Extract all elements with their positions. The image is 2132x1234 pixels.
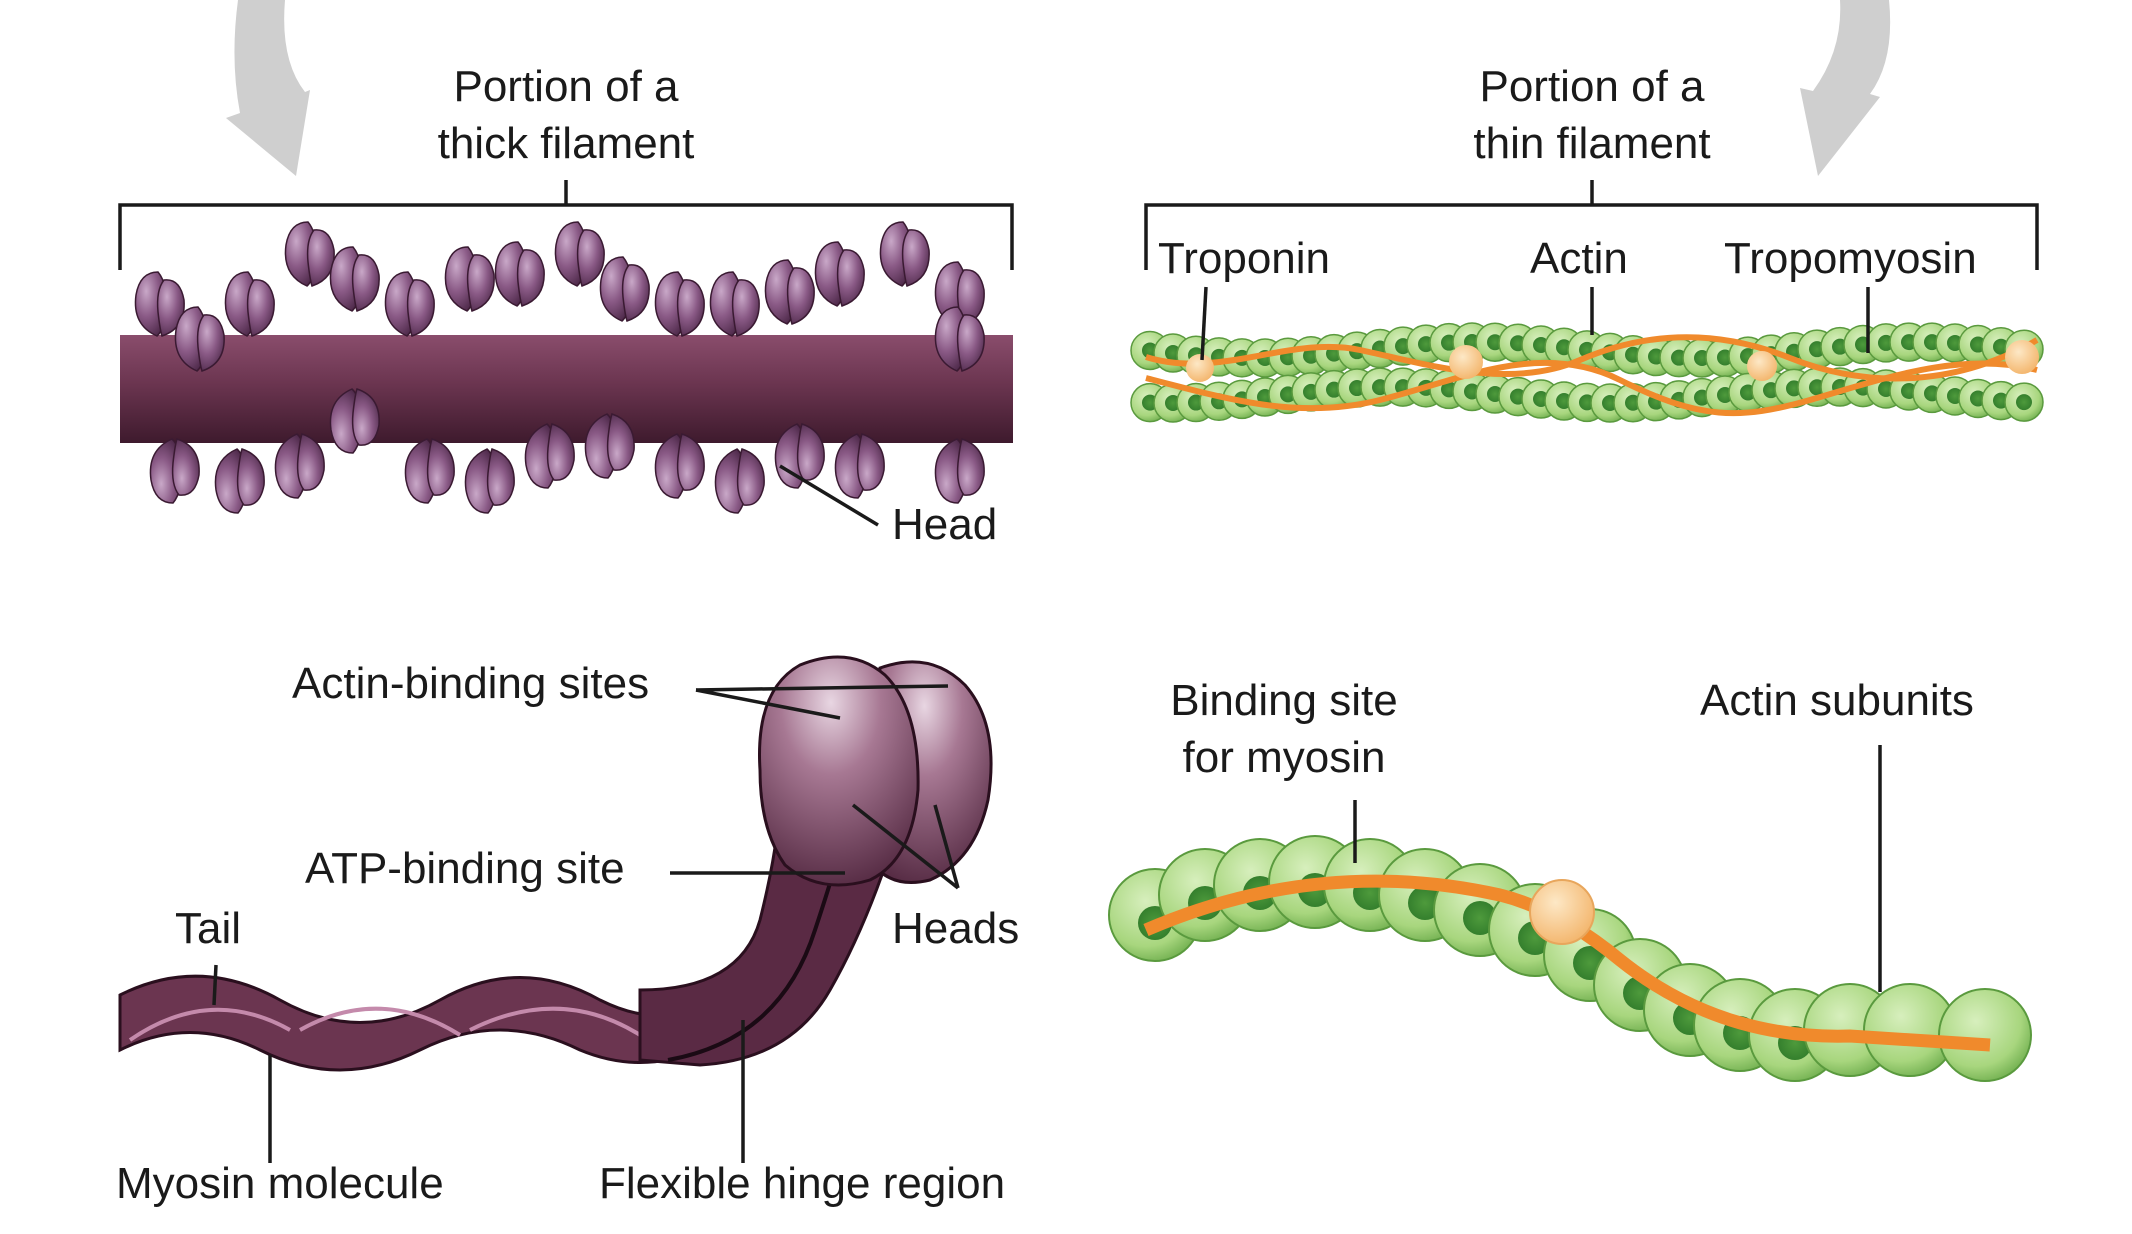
myosin-head-19 [214, 448, 265, 514]
actin-binding-leader-1 [695, 688, 841, 720]
myosin-molecule-label: Myosin molecule [116, 1159, 444, 1208]
thin-title-line2: thin filament [1473, 119, 1711, 168]
troponin-leader [1200, 286, 1208, 361]
myosin-head-7 [444, 246, 495, 312]
head-leader [779, 464, 879, 527]
myosin-head-27 [714, 448, 765, 514]
actin-detail [1108, 745, 2032, 1082]
myosin-head-29 [834, 433, 885, 499]
myosin-head-front [758, 655, 920, 887]
myosin-head-26 [654, 433, 705, 499]
myosin-head-20 [274, 433, 325, 499]
troponin-3 [1747, 351, 1777, 381]
myosin-head-25 [584, 413, 635, 479]
binding-site-label: Binding site for myosin [1134, 672, 1434, 786]
binding-site-line2: for myosin [1182, 733, 1386, 782]
tropomyosin-strand-b [1145, 359, 2038, 417]
myosin-head-14 [814, 241, 865, 307]
troponin-4 [2005, 340, 2039, 374]
heads-label: Heads [892, 904, 1020, 953]
myosin-head-18 [149, 438, 200, 504]
myosin-head-12 [709, 271, 760, 337]
myosin-heads [134, 221, 985, 514]
troponin-2 [1449, 345, 1483, 379]
actin-bead-78 [2004, 382, 2044, 422]
left-arrow [226, 0, 310, 176]
myosin-head-24 [524, 423, 575, 489]
actin-binding-leader-2 [695, 684, 949, 692]
myosin-head-23 [464, 448, 515, 514]
actin-subunit-16 [1938, 988, 2032, 1082]
myosin-head-13 [764, 259, 815, 325]
troponin-1 [1186, 354, 1214, 382]
flexible-hinge-label: Flexible hinge region [599, 1159, 1006, 1208]
thick-filament [120, 221, 1013, 514]
myosin-head-15 [879, 221, 930, 287]
atp-binding-site-label: ATP-binding site [305, 844, 625, 893]
thick-filament-title: Portion of a thick filament [416, 58, 716, 172]
myosin-head-22 [404, 438, 455, 504]
myosin-head-30 [934, 438, 985, 504]
troponin-label: Troponin [1158, 234, 1331, 283]
myosin-head-4 [284, 221, 335, 287]
myosin-head-17 [934, 306, 985, 372]
myosin-molecule [118, 655, 993, 1072]
heads-leader-2 [933, 804, 960, 889]
myosin-head-2 [174, 306, 225, 372]
actin-binding-sites-label: Actin-binding sites [292, 659, 650, 708]
heads-leader-1 [851, 803, 960, 890]
tropomyosin-label: Tropomyosin [1724, 234, 1977, 283]
myosin-head-10 [599, 256, 650, 322]
tail-leader [212, 964, 218, 1006]
thin-filament [1130, 322, 2044, 423]
myosin-head-5 [329, 246, 380, 312]
myosin-head-3 [224, 271, 275, 337]
myosin-head-21 [329, 388, 380, 454]
myosin-head-28 [774, 423, 825, 489]
binding-site-line1: Binding site [1170, 676, 1398, 725]
myosin-head-11 [654, 271, 705, 337]
thin-filament-bracket [1144, 180, 2039, 270]
thick-title-line1: Portion of a [453, 62, 679, 111]
actin-subunits-label: Actin subunits [1700, 676, 1974, 725]
myosin-head-6 [384, 271, 435, 337]
tropomyosin-strand-a [1145, 334, 2039, 382]
thick-filament-bracket [118, 180, 1014, 270]
head-label: Head [892, 500, 998, 549]
myosin-head-9 [554, 221, 605, 287]
thick-title-line2: thick filament [437, 119, 695, 168]
thin-filament-title: Portion of a thin filament [1442, 58, 1742, 172]
detail-troponin [1529, 879, 1595, 945]
tail-label: Tail [175, 904, 242, 953]
myosin-head-8 [494, 241, 545, 307]
actin-label: Actin [1530, 234, 1628, 283]
thin-title-line1: Portion of a [1479, 62, 1705, 111]
right-arrow [1800, 0, 1891, 176]
